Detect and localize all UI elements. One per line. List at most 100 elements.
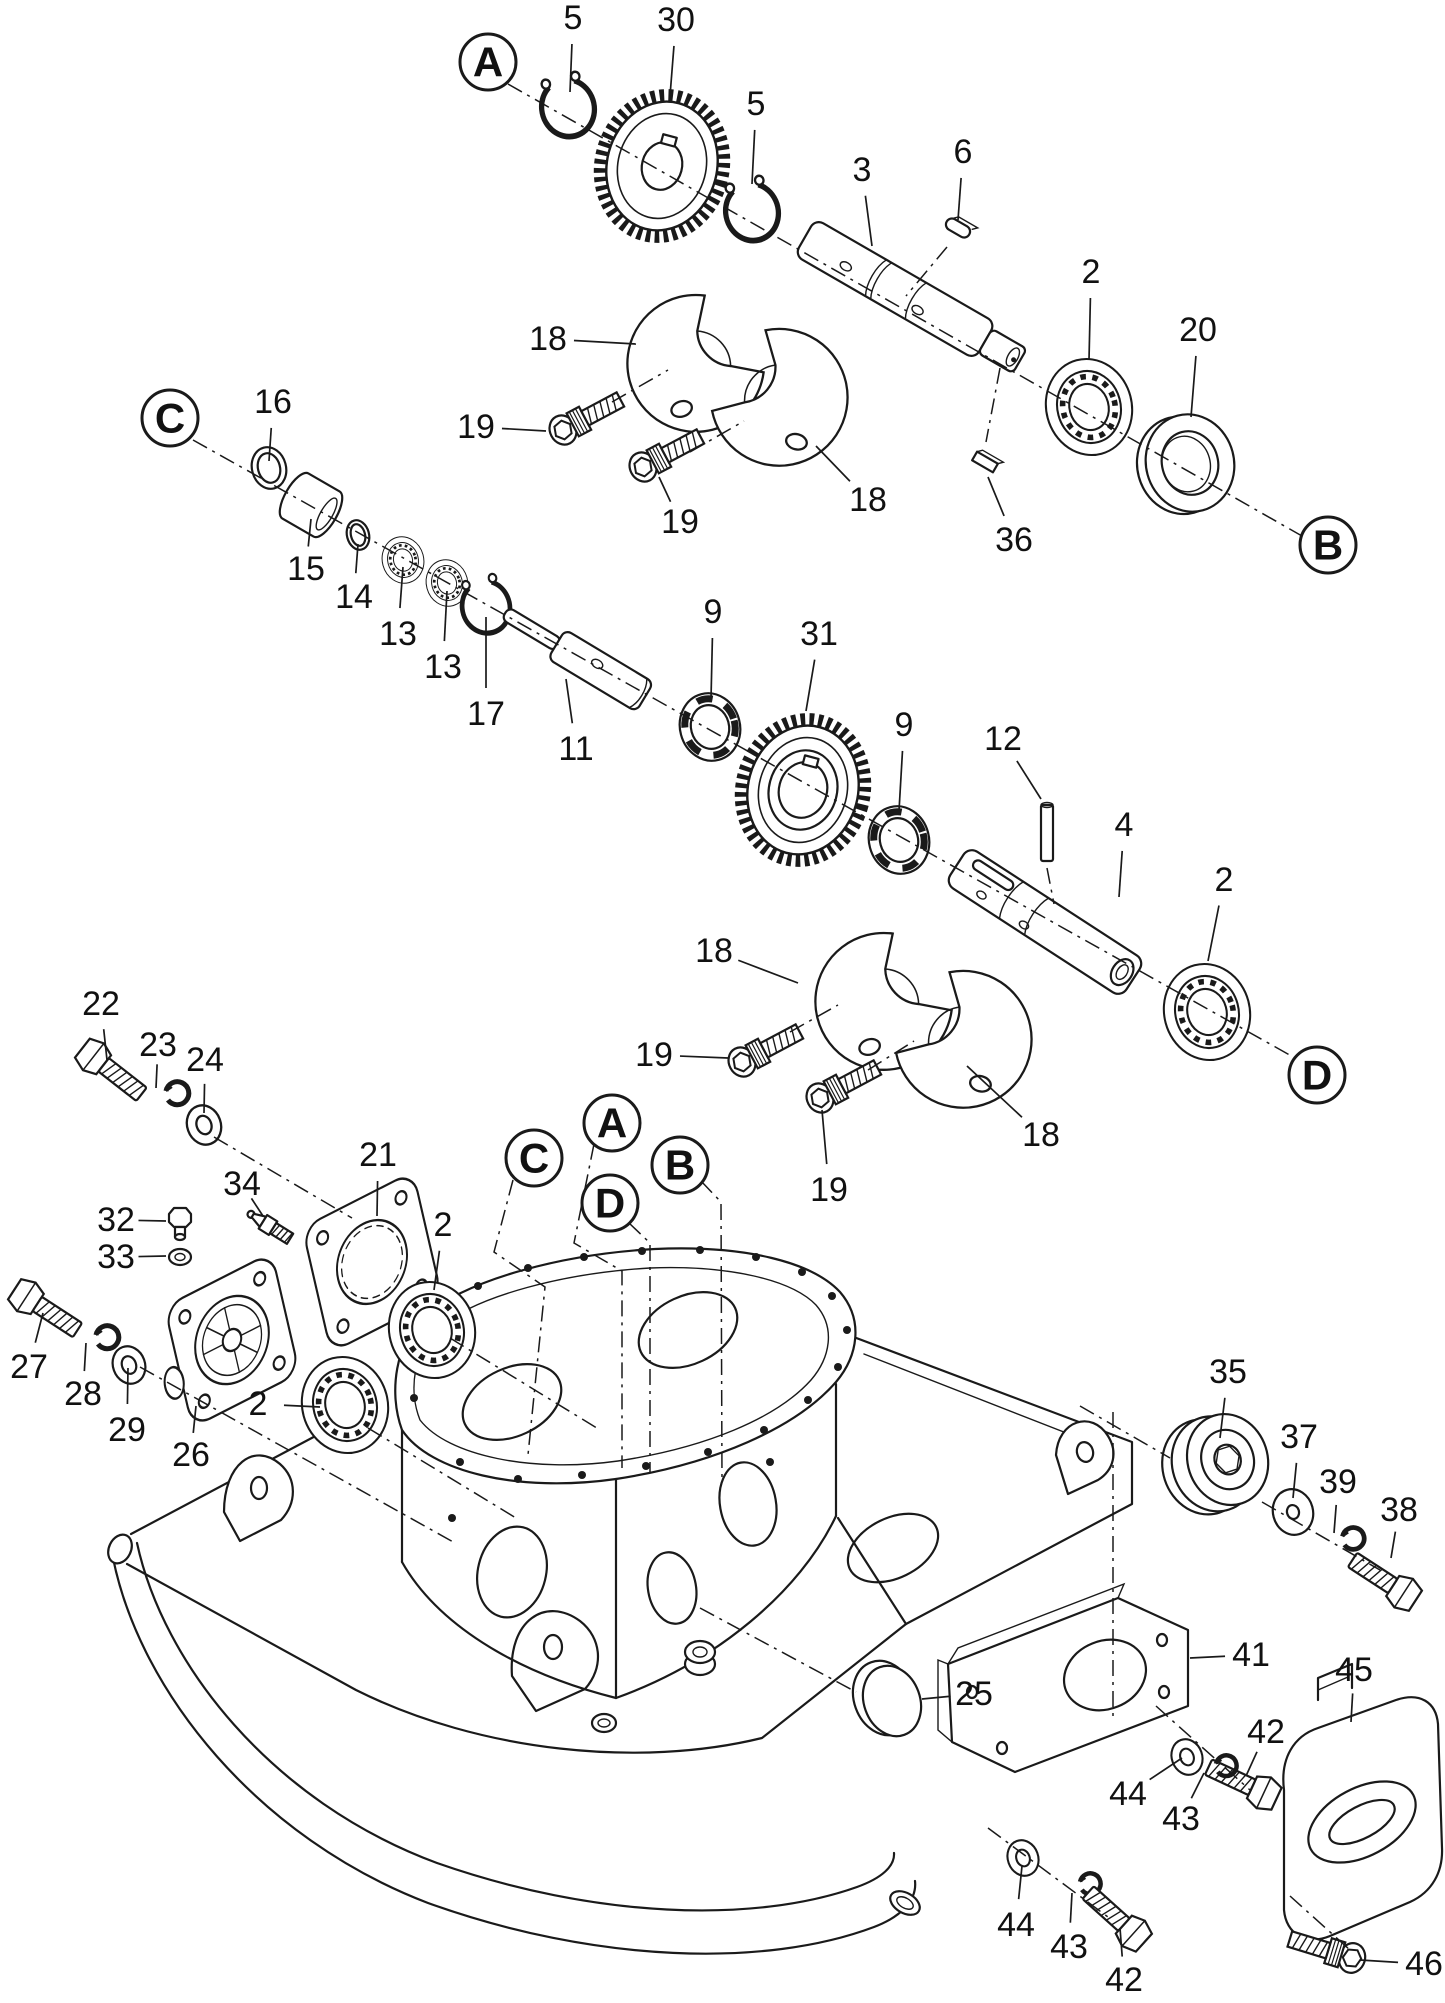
callout-leader (155, 1064, 158, 1089)
ref-letter-circle (458, 32, 518, 92)
callout-leader (1118, 850, 1124, 898)
assembly-axis-line (1079, 1405, 1171, 1459)
callout-leader (1190, 355, 1197, 418)
part-number-label: 30 (657, 1, 695, 39)
callout-leader (658, 476, 672, 503)
callout-leader (815, 445, 851, 482)
socket-bolt-19 (800, 1053, 886, 1119)
ref-letter-circle (1287, 1045, 1347, 1105)
part-number-label: 17 (467, 695, 505, 733)
assembly-axis-line (985, 367, 1001, 443)
shaft-11 (502, 608, 653, 711)
assembly-axis-line (987, 1827, 1113, 1921)
callout-leader (1390, 1531, 1397, 1559)
bearing-9 (672, 686, 748, 767)
callout-leader (921, 1695, 951, 1700)
spring-washer-23 (166, 1082, 189, 1105)
part-number-label: 5 (747, 85, 766, 123)
part-number-label: 12 (984, 720, 1022, 758)
callout-leader (354, 543, 359, 574)
assembly-axis-line (507, 83, 1303, 537)
ref-letter-label: C (519, 1135, 549, 1182)
key-6 (944, 216, 980, 239)
mount-lug (510, 1610, 599, 1713)
part-number-label: 9 (704, 593, 723, 631)
ball-bearing-2 (1035, 349, 1143, 465)
assembly-axis-line (1155, 1705, 1251, 1791)
callout-leader (737, 959, 799, 984)
assembly-axis-line (689, 420, 745, 453)
callout-leader (1189, 1655, 1226, 1659)
part-number-label: 43 (1162, 1800, 1200, 1838)
part-number-label: 32 (97, 1201, 135, 1239)
callout-leader (307, 518, 312, 547)
gear-30 (585, 82, 740, 251)
part-number-label: 34 (223, 1165, 261, 1203)
assembly-axis-line (367, 1427, 517, 1519)
base-plate-frame (107, 1331, 1134, 1955)
part-number-label: 35 (1209, 1353, 1247, 1391)
part-number-label: 42 (1247, 1713, 1285, 1751)
part-number-label: 19 (635, 1036, 673, 1074)
shaft-3 (796, 221, 1027, 373)
callout-leader (192, 1405, 197, 1434)
part-number-label: 2 (434, 1206, 453, 1244)
part-number-label: 23 (139, 1026, 177, 1064)
callout-leader (268, 427, 273, 462)
callout-leader (1119, 1927, 1124, 1957)
part-number-label: 28 (64, 1375, 102, 1413)
bushing-15 (278, 471, 344, 539)
part-number-label: 22 (82, 985, 120, 1023)
ref-letter-circle (504, 1128, 564, 1188)
ref-letter-index-line (573, 1143, 623, 1468)
part-number-label: 45 (1335, 1651, 1373, 1689)
callout-leader (1219, 1397, 1226, 1439)
callout-leader (1359, 1959, 1399, 1964)
part-number-label: 19 (810, 1171, 848, 1209)
callout-leader (203, 1083, 206, 1114)
ref-letter-label: B (665, 1142, 695, 1189)
assembly-axis-line (1046, 867, 1055, 905)
part-number-label: 2 (1215, 861, 1234, 899)
callout-leader (433, 1250, 441, 1291)
callout-leader (1190, 1772, 1205, 1799)
part-number-label: 46 (1405, 1945, 1443, 1983)
part-number-label: 18 (1022, 1116, 1060, 1154)
part-number-label: 31 (800, 615, 838, 653)
socket-bolt-19 (722, 1017, 808, 1083)
part-number-label: 21 (359, 1136, 397, 1174)
callout-leader (1069, 1892, 1073, 1923)
hex-bolt-27 (4, 1273, 88, 1346)
ref-letter-label: D (595, 1180, 625, 1227)
ring-14 (345, 519, 371, 551)
part-number-label: 18 (695, 932, 733, 970)
spring-washer-28 (96, 1326, 119, 1349)
callout-leader (1207, 905, 1220, 962)
part-number-label: 20 (1179, 311, 1217, 349)
callout-leader (34, 1312, 44, 1343)
part-number-label: 29 (108, 1411, 146, 1449)
assembly-axis-line (449, 1337, 601, 1431)
part-number-label: 36 (995, 521, 1033, 559)
socket-bolt-19 (623, 422, 709, 488)
callout-leader (751, 129, 756, 185)
callout-leader (1333, 1504, 1338, 1534)
callout-leader (966, 1065, 1023, 1118)
plug-32 (167, 1206, 193, 1242)
assembly-axis-line (789, 1004, 839, 1033)
cap-25 (851, 1659, 923, 1738)
callout-leader (573, 339, 637, 345)
callout-leader (250, 1197, 264, 1217)
hex-bolt-42 (1075, 1878, 1157, 1957)
assembly-axis-line (213, 1136, 353, 1219)
ref-letter-circle (580, 1173, 640, 1233)
callout-leader (443, 590, 448, 642)
part-number-label: 27 (10, 1348, 48, 1386)
part-number-label: 18 (529, 320, 567, 358)
ref-letter-circle (140, 388, 200, 448)
oil-seal-20 (1135, 413, 1236, 516)
callout-leader (957, 177, 962, 221)
